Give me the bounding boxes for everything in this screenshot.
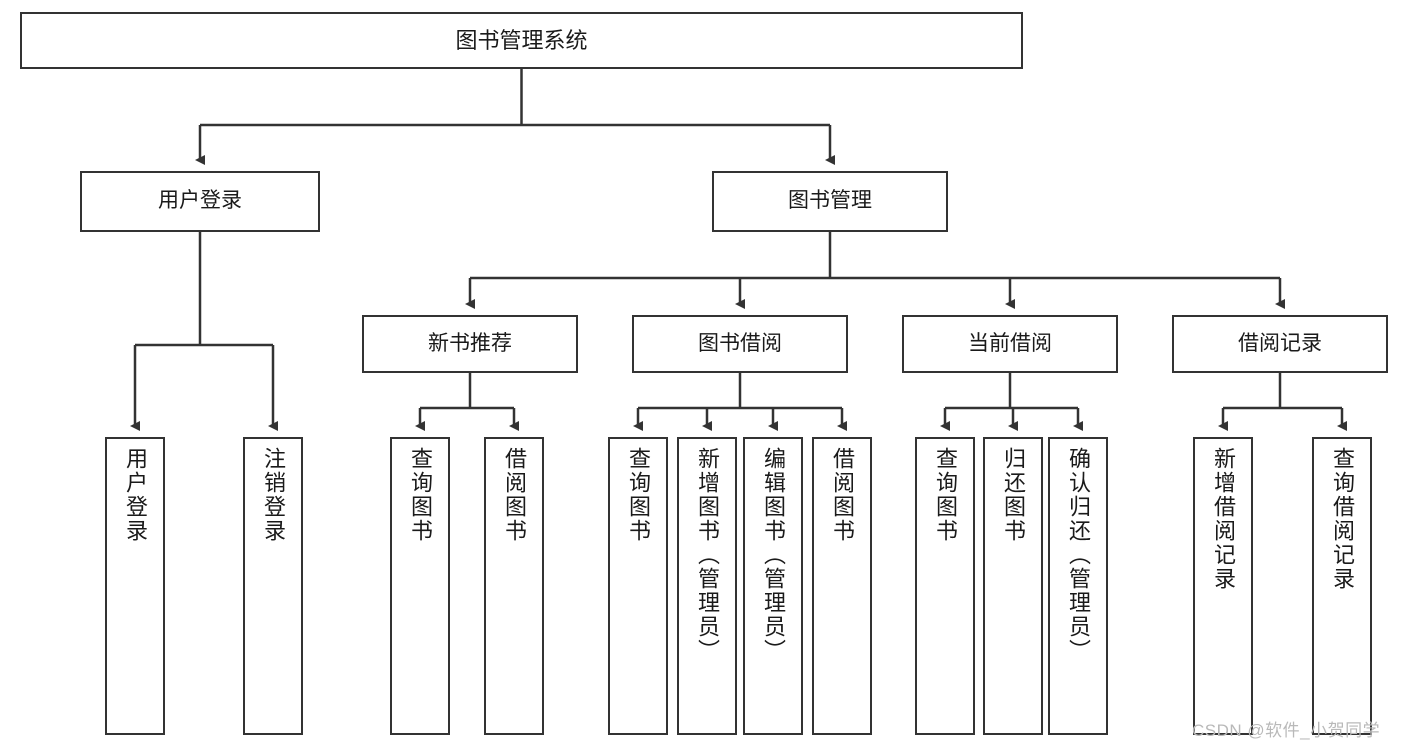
node-book-manage-label: 图书管理 (788, 189, 872, 213)
node-leaf-record-query-label: 查询借阅记录 (1330, 447, 1355, 591)
node-borrow-record-label: 借阅记录 (1238, 331, 1322, 355)
node-leaf-current-return-book-label: 归还图书 (1001, 447, 1026, 543)
node-leaf-recommend-query-book[interactable]: 查询图书 (390, 437, 450, 735)
node-leaf-borrow-add-book-label: 新增图书（管理员） (695, 447, 720, 663)
node-leaf-record-add[interactable]: 新增借阅记录 (1193, 437, 1253, 735)
node-new-book-recommend-label: 新书推荐 (428, 331, 512, 355)
node-current-borrow[interactable]: 当前借阅 (902, 315, 1118, 373)
node-leaf-user-login-label: 用户登录 (123, 447, 148, 543)
node-book-borrow[interactable]: 图书借阅 (632, 315, 848, 373)
node-leaf-recommend-query-book-label: 查询图书 (408, 447, 433, 543)
node-book-borrow-label: 图书借阅 (698, 331, 782, 355)
node-book-manage[interactable]: 图书管理 (712, 171, 948, 232)
node-leaf-borrow-add-book[interactable]: 新增图书（管理员） (677, 437, 737, 735)
node-leaf-user-login[interactable]: 用户登录 (105, 437, 165, 735)
node-user-login[interactable]: 用户登录 (80, 171, 320, 232)
node-leaf-borrow-query-book[interactable]: 查询图书 (608, 437, 668, 735)
node-leaf-borrow-borrow-book[interactable]: 借阅图书 (812, 437, 872, 735)
node-leaf-recommend-borrow-book[interactable]: 借阅图书 (484, 437, 544, 735)
node-leaf-current-query-book-label: 查询图书 (933, 447, 958, 543)
node-leaf-user-logout-label: 注销登录 (261, 447, 286, 543)
node-leaf-current-confirm-return[interactable]: 确认归还（管理员） (1048, 437, 1108, 735)
node-leaf-current-confirm-return-label: 确认归还（管理员） (1066, 447, 1091, 663)
node-leaf-borrow-edit-book[interactable]: 编辑图书（管理员） (743, 437, 803, 735)
node-root-label: 图书管理系统 (455, 27, 588, 53)
node-leaf-borrow-edit-book-label: 编辑图书（管理员） (761, 447, 786, 663)
node-new-book-recommend[interactable]: 新书推荐 (362, 315, 578, 373)
node-current-borrow-label: 当前借阅 (968, 331, 1052, 355)
node-user-login-label: 用户登录 (158, 189, 242, 213)
node-leaf-record-add-label: 新增借阅记录 (1211, 447, 1236, 591)
node-leaf-recommend-borrow-book-label: 借阅图书 (502, 447, 527, 543)
node-borrow-record[interactable]: 借阅记录 (1172, 315, 1388, 373)
node-leaf-borrow-query-book-label: 查询图书 (626, 447, 651, 543)
node-leaf-user-logout[interactable]: 注销登录 (243, 437, 303, 735)
node-leaf-borrow-borrow-book-label: 借阅图书 (830, 447, 855, 543)
node-leaf-current-return-book[interactable]: 归还图书 (983, 437, 1043, 735)
node-leaf-record-query[interactable]: 查询借阅记录 (1312, 437, 1372, 735)
node-leaf-current-query-book[interactable]: 查询图书 (915, 437, 975, 735)
node-root[interactable]: 图书管理系统 (20, 12, 1023, 69)
